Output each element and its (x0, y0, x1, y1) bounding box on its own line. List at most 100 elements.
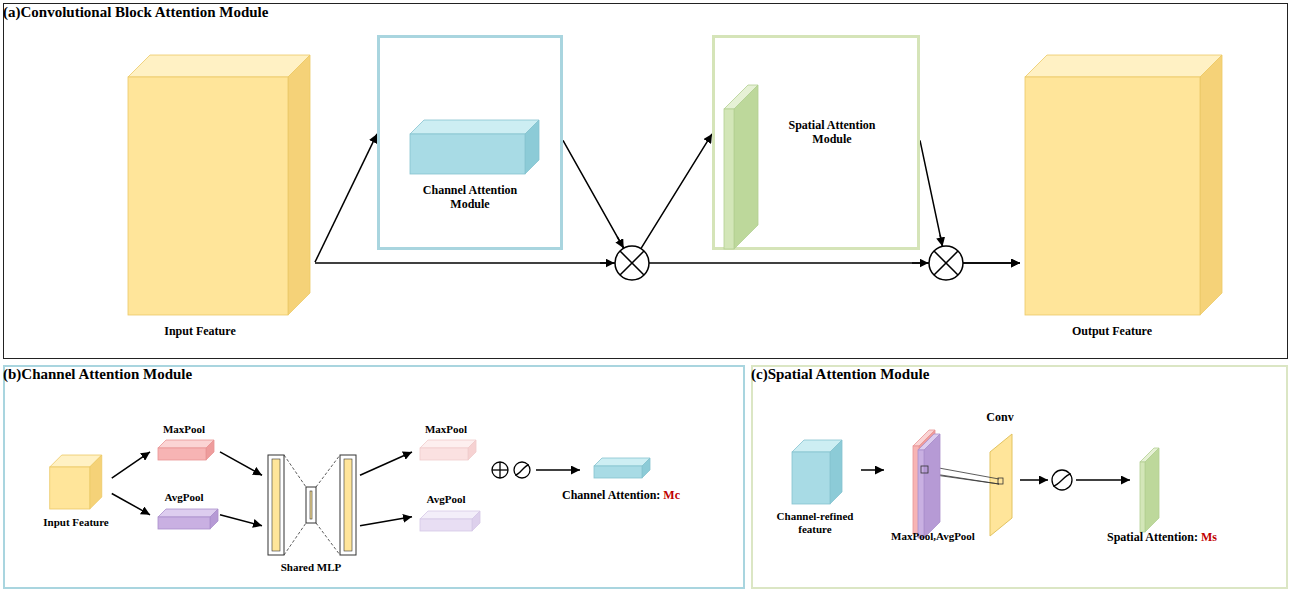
add-circle (492, 462, 508, 478)
pool-node: MaxPool (150, 421, 220, 464)
node-label: Spatial Attention: (1107, 530, 1198, 544)
arrow-connector (315, 262, 1020, 264)
node-label: (c)Spatial Attention Module (751, 366, 929, 382)
cube-top (420, 511, 480, 519)
multiply-circle (615, 246, 649, 280)
arrowhead (912, 262, 929, 264)
cube-front (158, 517, 210, 529)
node-shape (262, 450, 360, 576)
arrowhead (617, 237, 623, 248)
multiply-cross (934, 251, 958, 275)
cube-front (724, 109, 734, 249)
cube-side (206, 440, 214, 460)
arrow-connector (315, 134, 377, 262)
feature-cube-node: Output Feature (1020, 52, 1230, 348)
arrow (1076, 479, 1130, 481)
node-label: MaxPool (425, 423, 467, 435)
feature-cube (158, 440, 214, 460)
multiply-cross (620, 251, 644, 275)
text-block: MaxPool (425, 423, 467, 436)
cube-side (472, 511, 480, 531)
node-label: (a)Convolutional Block Attention Module (3, 4, 268, 20)
text-block: AvgPool (165, 491, 204, 504)
pool-node: AvgPool (150, 489, 220, 532)
node-shape (377, 35, 563, 250)
cube-front (128, 77, 288, 315)
arrow-connector (360, 517, 412, 526)
cube-side (90, 455, 102, 509)
arrow-connector (360, 452, 412, 475)
node-shape (1020, 52, 1230, 348)
sigmoid-curve (515, 465, 529, 475)
cube-front (410, 134, 525, 174)
text-block: MaxPool,AvgPool (891, 530, 975, 543)
multiply-circle (929, 246, 963, 280)
cube-front (792, 452, 830, 504)
cube-side (1145, 448, 1159, 532)
mlp-layer-fill (272, 459, 280, 551)
multiply-cross (620, 251, 644, 275)
pool-node: MaxPool (412, 421, 482, 464)
feature-cube-node: Channel-refined feature (769, 432, 861, 544)
conv-feature-plate (990, 434, 1012, 536)
node-label: MaxPool,AvgPool (891, 530, 975, 542)
text-block: Output Feature (1072, 324, 1152, 338)
add-symbol (492, 462, 508, 478)
text-block: Channel Attention:Mc (562, 488, 680, 502)
operation-label: Conv (986, 410, 1013, 424)
mlp-link (316, 523, 340, 555)
conv-cell (998, 478, 1003, 484)
cube-top (1025, 55, 1222, 77)
arrow-connector (112, 452, 150, 478)
arrow (1020, 479, 1048, 481)
cube-front (1140, 462, 1145, 532)
text-block: Shared MLP (281, 561, 342, 574)
mlp-link (284, 455, 306, 487)
module-box: Channel Attention Module (377, 35, 563, 250)
node-label: Output Feature (1072, 324, 1152, 338)
mlp-layer-fill (310, 491, 312, 519)
text-block: Input Feature (43, 516, 109, 529)
cube-top (128, 55, 310, 77)
feature-cube (420, 511, 480, 531)
mlp-node: Shared MLP (262, 450, 360, 576)
feature-cube (724, 85, 758, 249)
node-label: AvgPool (427, 493, 466, 505)
node-shape (884, 418, 982, 548)
arrowhead (600, 262, 615, 264)
multiply-symbol (615, 246, 649, 280)
cube-side (288, 55, 310, 315)
node-label: MaxPool (163, 423, 205, 435)
feature-cube (1140, 448, 1159, 532)
sigmoid-circle (1052, 470, 1072, 490)
node-shape (125, 52, 315, 348)
cube-side (468, 440, 476, 460)
multiply-cross (934, 251, 958, 275)
cube-front (50, 467, 90, 509)
sigmoid-circle (514, 462, 530, 478)
feature-cube-node: Input Feature (125, 52, 315, 348)
feature-cube (918, 434, 940, 538)
feature-cube (594, 458, 650, 478)
mlp-layer (306, 487, 316, 523)
pool-node: AvgPool (412, 491, 482, 534)
sigmoid-curve (1053, 474, 1071, 486)
arrow-connector (220, 515, 262, 526)
mlp-layer (340, 455, 356, 555)
feature-cube (128, 55, 310, 315)
node-label: Channel Attention: (562, 488, 660, 502)
text-block: Channel Attention Module (405, 183, 535, 212)
cube-side (830, 440, 842, 504)
cube-front (594, 466, 642, 478)
feature-cube (420, 440, 476, 460)
panel: Input FeatureChannel Attention ModuleSpa… (3, 3, 1288, 359)
node-label: Input Feature (164, 324, 235, 338)
mlp-shape (268, 455, 356, 555)
text-block: Spatial Attention:Ms (1107, 530, 1217, 544)
node-label: Channel-refined feature (777, 510, 854, 535)
cube-side (924, 434, 940, 538)
panel: Channel-refined featureMaxPool,AvgPool Sp… (751, 365, 1288, 589)
node-label: (b)Channel Attention Module (3, 366, 192, 382)
arrow-connector (563, 134, 712, 263)
